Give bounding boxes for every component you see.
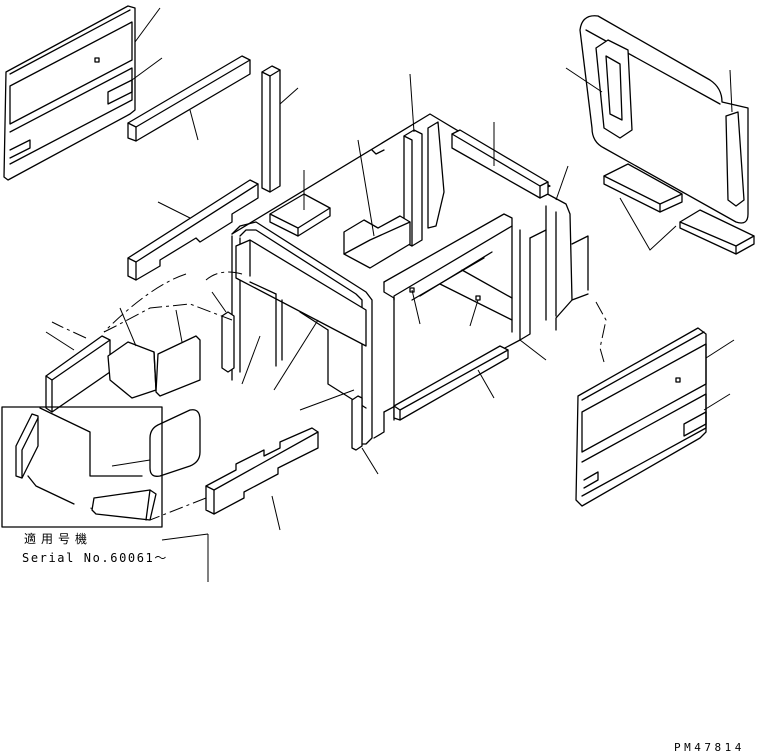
leader-front-post (241, 335, 261, 385)
rear-pad-upper (603, 163, 683, 213)
floor-pad-left (45, 331, 111, 413)
door-lower-pad (393, 345, 509, 421)
serial-label: 適用号機 (24, 532, 93, 546)
long-strip-pad (127, 55, 251, 142)
floor-side-rail (205, 427, 319, 531)
rear-pad-lower (619, 197, 755, 255)
front-pillar-pad (299, 389, 379, 475)
floor-mat (111, 409, 201, 477)
leader-serial (161, 533, 209, 541)
leader-door-post (519, 339, 547, 361)
drawing-id: PM47814 (674, 741, 745, 754)
roof-pad-center (343, 139, 411, 269)
front-left-pads (211, 291, 235, 373)
serial-number: Serial No.60061～ (22, 551, 168, 565)
roof-pad-left (269, 170, 331, 237)
left-side-panel (3, 5, 163, 181)
serial-inset-box (1, 406, 163, 528)
notched-strip-pad (127, 179, 259, 281)
leader-front-header (273, 319, 319, 391)
connector-dash (595, 301, 607, 363)
floor-pad-mid-2 (155, 309, 201, 397)
rear-pillar-pad (403, 73, 445, 247)
right-side-panel (575, 327, 735, 507)
rear-panel (565, 15, 749, 224)
rear-wall-pad (451, 122, 549, 199)
vertical-strip-pad (261, 65, 299, 193)
leader-rear-pillar (555, 165, 569, 201)
door-edge-pads (409, 287, 481, 327)
